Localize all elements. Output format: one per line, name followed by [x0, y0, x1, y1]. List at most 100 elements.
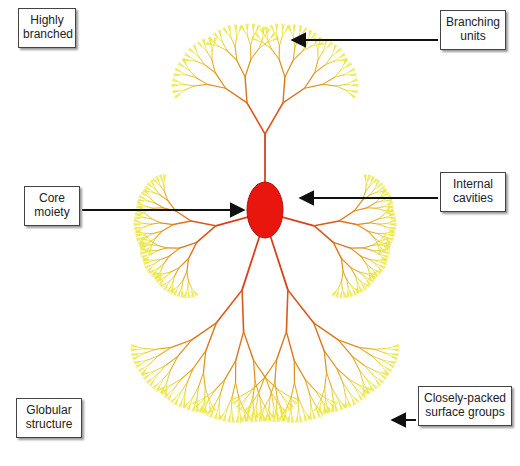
branch-stroke	[153, 231, 162, 233]
surface-group	[381, 375, 386, 378]
surface-group	[350, 291, 352, 297]
branch-stroke	[137, 347, 145, 349]
surface-group	[389, 212, 394, 215]
surface-group	[340, 405, 342, 411]
branch-stroke	[208, 391, 214, 401]
branch-stroke	[242, 290, 243, 332]
surface-group	[228, 417, 230, 422]
branch-stroke	[348, 379, 358, 385]
branch-stroke	[147, 371, 155, 373]
surface-group	[377, 381, 379, 387]
surface-group	[133, 357, 138, 360]
surface-group	[377, 381, 380, 386]
surface-group	[389, 214, 395, 216]
surface-group	[320, 411, 324, 416]
branch-stroke	[138, 353, 145, 357]
surface-group	[152, 384, 157, 387]
surface-group	[246, 416, 248, 422]
branch-stroke	[166, 247, 179, 248]
branch-stroke	[297, 409, 298, 417]
surface-group	[371, 274, 377, 275]
surface-group	[139, 240, 144, 244]
branch-stroke	[223, 408, 227, 415]
surface-group	[393, 345, 399, 346]
branch-stroke	[318, 51, 323, 59]
surface-group	[303, 29, 308, 33]
surface-group	[340, 292, 342, 298]
surface-group	[138, 199, 144, 201]
branch-stroke	[376, 190, 380, 193]
branch-stroke	[270, 382, 275, 397]
branch-stroke	[336, 86, 345, 90]
surface-group	[328, 42, 332, 46]
surface-group	[332, 291, 336, 295]
branch-stroke	[175, 392, 181, 398]
branch-stroke	[352, 356, 359, 370]
branch-stroke	[347, 280, 348, 287]
branch-stroke	[283, 77, 285, 103]
surface-group	[370, 386, 372, 392]
branch-stroke	[209, 399, 210, 407]
surface-group	[344, 60, 348, 65]
branch-stroke	[379, 244, 384, 246]
branch-stroke	[253, 382, 255, 397]
surface-group	[245, 416, 246, 422]
branch-stroke	[156, 190, 160, 195]
surface-group	[142, 255, 147, 258]
leader-arrow	[300, 197, 438, 199]
surface-group	[247, 24, 249, 30]
branch-stroke	[191, 221, 216, 226]
surface-group	[292, 417, 294, 423]
branch-stroke	[160, 379, 164, 386]
surface-group	[223, 28, 227, 33]
branch-stroke	[178, 82, 184, 85]
surface-group	[296, 417, 298, 423]
surface-group	[333, 291, 336, 296]
branch-stroke	[384, 212, 388, 214]
surface-group	[133, 223, 139, 225]
surface-group	[183, 402, 185, 408]
label-box: Closely-packed surface groups	[418, 386, 512, 426]
branch-stroke	[170, 276, 175, 281]
surface-group	[224, 27, 227, 32]
surface-group	[384, 249, 390, 250]
branch-stroke	[148, 356, 158, 360]
surface-group	[289, 25, 290, 31]
surface-group	[210, 37, 214, 42]
surface-group	[142, 370, 146, 375]
surface-group	[133, 224, 139, 226]
surface-group	[277, 416, 279, 422]
surface-group	[141, 192, 146, 195]
surface-group	[390, 221, 396, 223]
surface-group	[352, 91, 358, 93]
surface-group	[231, 398, 236, 401]
surface-group	[164, 174, 166, 180]
surface-group	[259, 414, 262, 419]
branch-stroke	[276, 397, 278, 408]
surface-group	[353, 290, 356, 295]
branch-stroke	[250, 402, 253, 409]
surface-group	[389, 230, 394, 233]
branch-stroke	[183, 271, 187, 280]
branch-stroke	[214, 42, 219, 47]
branch-stroke	[279, 46, 280, 59]
branch-stroke	[141, 216, 146, 218]
surface-group	[248, 415, 250, 421]
leader-arrow	[82, 209, 244, 211]
surface-group	[256, 32, 259, 37]
surface-group	[295, 417, 297, 423]
branch-stroke	[305, 379, 310, 394]
surface-group	[370, 276, 375, 280]
surface-group	[236, 417, 238, 423]
branch-stroke	[160, 256, 169, 259]
surface-group	[364, 390, 369, 394]
branch-stroke	[386, 223, 391, 225]
branch-stroke	[143, 205, 147, 207]
surface-group	[236, 403, 241, 406]
surface-group	[175, 94, 180, 98]
surface-group	[387, 202, 392, 204]
branch-stroke	[241, 398, 247, 404]
surface-group	[328, 43, 333, 46]
branch-stroke	[205, 45, 207, 52]
branch-stroke	[157, 245, 166, 248]
